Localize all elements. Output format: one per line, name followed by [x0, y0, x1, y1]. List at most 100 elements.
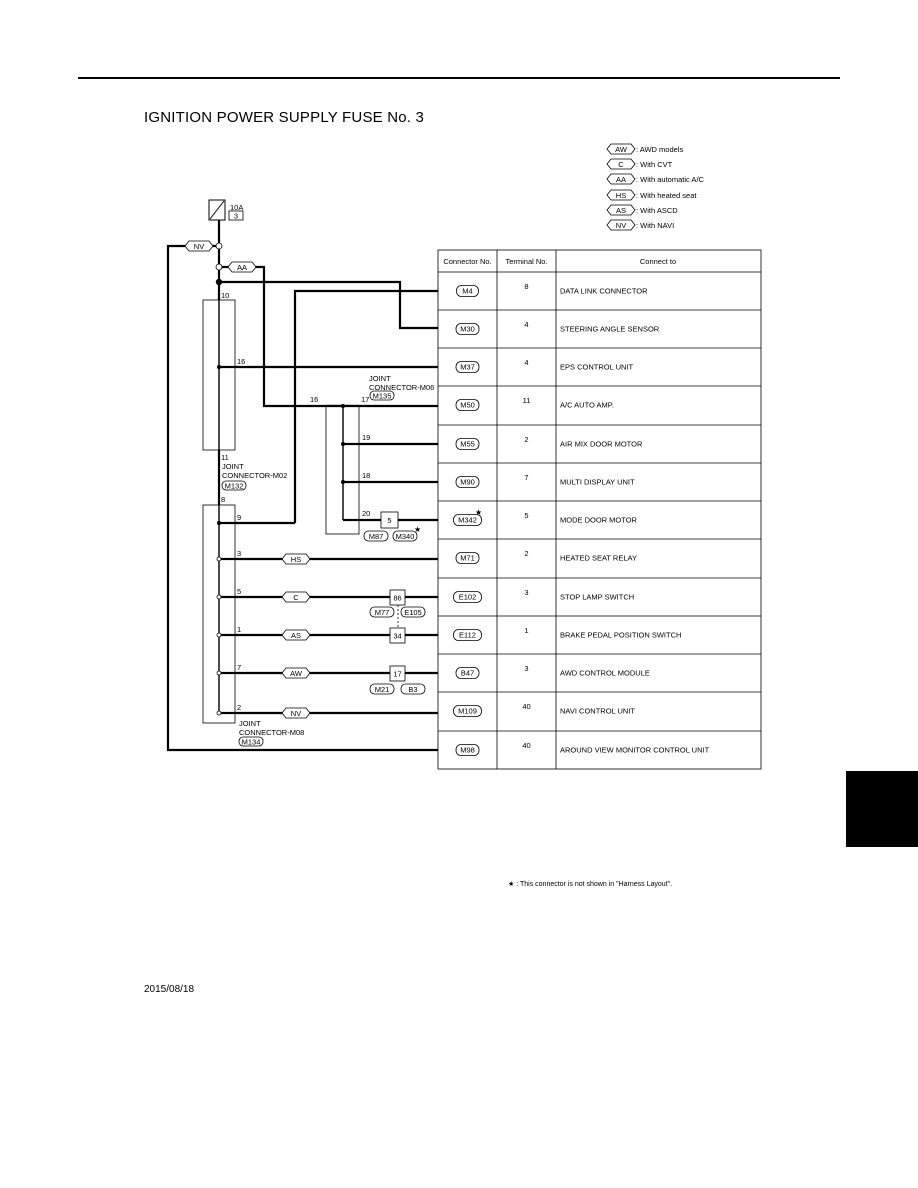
legend-text: : With ASCD: [636, 206, 678, 215]
legend-code: NV: [616, 221, 626, 230]
connect-to: DATA LINK CONNECTOR: [560, 287, 648, 296]
m02-code: M132: [225, 482, 244, 491]
terminal-no: 5: [524, 511, 528, 520]
joint-connector-m02: 10 16 11 JOINT CONNECTOR-M02 M132: [202, 291, 287, 491]
terminal-no: 2: [524, 435, 528, 444]
inline-connector-m87: 5 M87 M340 ★: [363, 511, 421, 542]
connect-to: MULTI DISPLAY UNIT: [560, 478, 635, 487]
m06-pin-19: 19: [362, 433, 370, 442]
m02-pin-16: 16: [237, 357, 245, 366]
m08-pin-7: 7: [237, 663, 241, 672]
legend: AW C AA HS AS NV : AWD models : With CVT…: [606, 143, 705, 231]
wire-tag-nv: NV: [194, 242, 204, 251]
m21-code: M21: [375, 685, 390, 694]
wire-tag-nv: NV: [291, 709, 301, 718]
connector-badge: [455, 323, 480, 335]
page-title: IGNITION POWER SUPPLY FUSE No. 3: [144, 109, 425, 126]
m06-pin-20: 20: [362, 509, 370, 518]
connector-badge: [456, 285, 479, 297]
star-icon: ★: [414, 525, 421, 534]
connector-no: M71: [460, 554, 475, 563]
connector-no: M342: [458, 516, 477, 525]
m08-pin-9: 9: [237, 513, 241, 522]
joint-connector-m08: 8 9 3 5 1 7 2 JOINT CONNECTOR-M08 M134: [202, 495, 304, 747]
table-header-connect-to: Connect to: [640, 257, 676, 266]
inline-connector-e105: 86 M77 E105 34: [369, 589, 426, 644]
connect-to: NAVI CONTROL UNIT: [560, 707, 635, 716]
joint-connector-m06: 16 17 19 18 20 JOINT CONNECTOR-M06 M135: [310, 374, 434, 535]
fuse-symbol: 10A 3: [208, 199, 244, 221]
legend-code: AS: [616, 206, 626, 215]
legend-code: C: [618, 160, 624, 169]
connector-table: Connector No. Terminal No. Connect to M4…: [437, 249, 762, 770]
m08-code: M134: [242, 738, 261, 747]
connect-to: STOP LAMP SWITCH: [560, 593, 634, 602]
m06-pin-17: 17: [361, 395, 369, 404]
connector-no: M30: [460, 325, 475, 334]
connector-no: M55: [460, 440, 475, 449]
connector-badge: [455, 399, 480, 411]
connector-badge: [455, 361, 480, 373]
connect-to: STEERING ANGLE SENSOR: [560, 325, 660, 334]
wire-tags: NV AA HS C AS AW NV: [184, 240, 311, 719]
connect-to: EPS CONTROL UNIT: [560, 363, 633, 372]
e105-code: E105: [404, 608, 422, 617]
wire-tag-hs: HS: [291, 555, 301, 564]
legend-code: AA: [616, 175, 626, 184]
m06-pin-16: 16: [310, 395, 318, 404]
legend-text: : With automatic A/C: [636, 175, 705, 184]
m06-label-line1: JOINT: [369, 374, 391, 383]
bus-nodes: [215, 242, 223, 286]
connect-to: AWD CONTROL MODULE: [560, 669, 650, 678]
m06-label-line2: CONNECTOR-M06: [369, 383, 434, 392]
connector-badge: [455, 667, 480, 679]
wire-tag-aw: AW: [290, 669, 303, 678]
m02-label-line2: CONNECTOR-M02: [222, 471, 287, 480]
m87-terminal: 5: [387, 516, 391, 525]
terminal-no: 2: [524, 549, 528, 558]
footnote: ★ : This connector is not shown in "Harn…: [508, 881, 673, 888]
connector-badge: [453, 705, 482, 717]
connector-badge: [455, 552, 480, 564]
star-icon: ★: [475, 508, 482, 517]
legend-code: HS: [616, 191, 626, 200]
connect-to: AIR MIX DOOR MOTOR: [560, 440, 643, 449]
terminal-no: 4: [524, 320, 528, 329]
b3-code: B3: [408, 685, 417, 694]
terminal-no: 3: [524, 664, 528, 673]
connect-to: A/C AUTO AMP.: [560, 401, 614, 410]
m08-pin-8: 8: [221, 495, 225, 504]
terminal-no: 40: [522, 741, 530, 750]
wire-tag-aa: AA: [237, 263, 247, 272]
m08-pin-2: 2: [237, 703, 241, 712]
fuse-rating: 10A: [230, 203, 243, 212]
connector-badge: [453, 514, 482, 526]
connector-no: M37: [460, 363, 475, 372]
m77-code: M77: [375, 608, 390, 617]
m08-pin-1: 1: [237, 625, 241, 634]
terminal-no: 8: [524, 282, 528, 291]
terminal-no: 4: [524, 358, 528, 367]
table-header-connector: Connector No.: [443, 257, 491, 266]
b3-terminal: 17: [393, 670, 401, 679]
terminal-no: 3: [524, 588, 528, 597]
terminal-no: 40: [522, 702, 530, 711]
m08-label-line1: JOINT: [239, 719, 261, 728]
connector-badge: [453, 629, 482, 641]
inline-connector-b3: 17 M21 B3: [369, 665, 426, 695]
document-date: 2015/08/18: [144, 984, 195, 995]
terminal-no: 7: [524, 473, 528, 482]
connect-to: MODE DOOR MOTOR: [560, 516, 638, 525]
